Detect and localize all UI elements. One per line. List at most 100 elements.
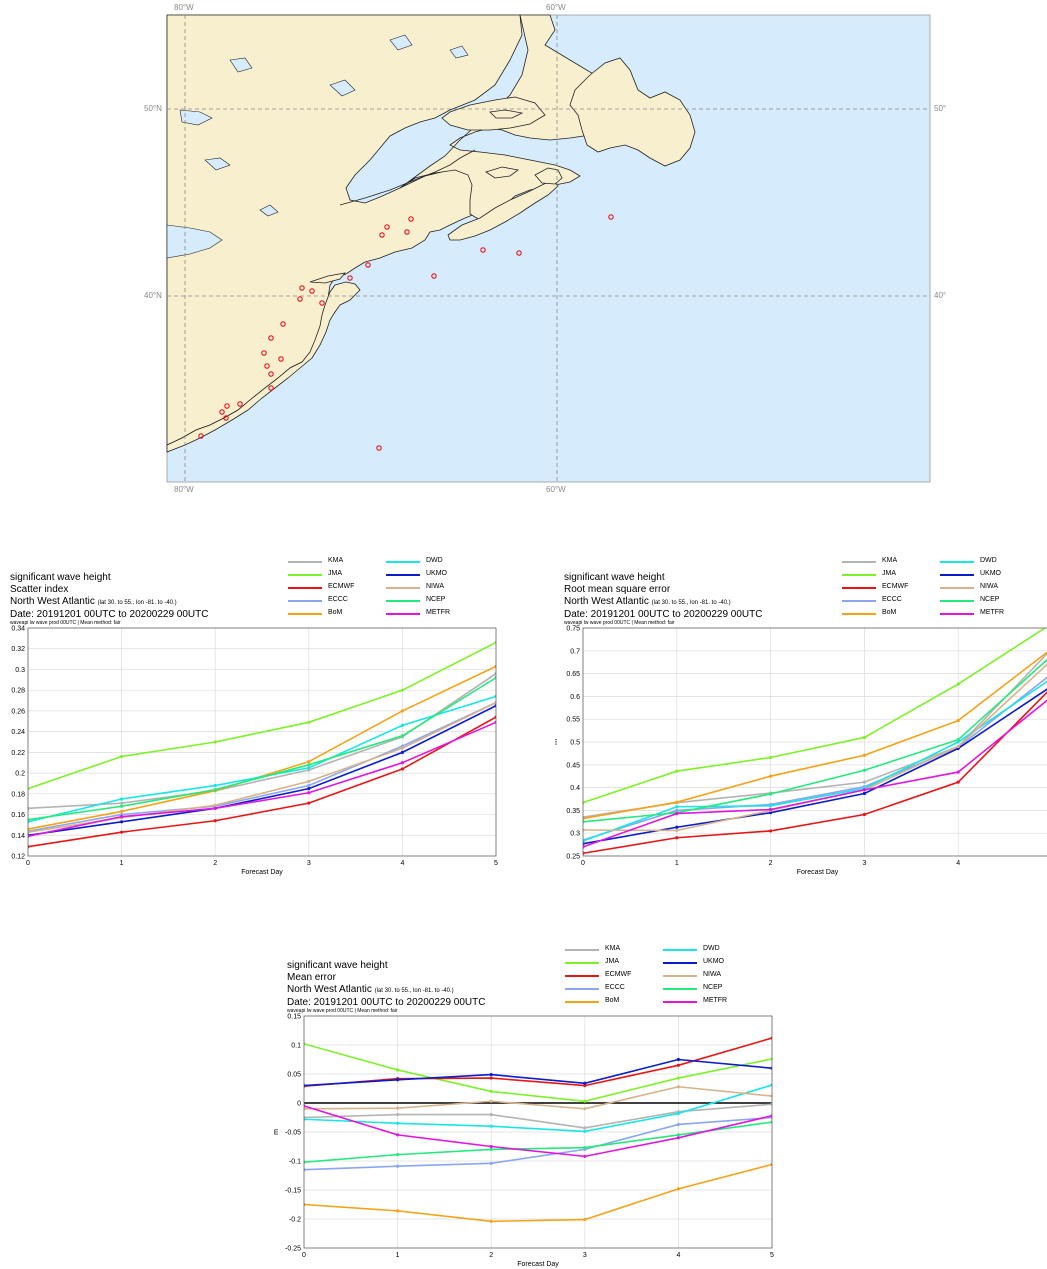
data-point-ecmwf (213, 819, 217, 823)
legend-item-ncep: NCEP (940, 595, 1047, 607)
data-point-niwa (307, 779, 311, 783)
rmse-date: Date: 20191201 00UTC to 20200229 00UTC (564, 609, 763, 620)
y-tick-label: 0.4 (570, 785, 580, 792)
data-point-bom (396, 1209, 400, 1213)
legend-swatch (842, 613, 876, 615)
legend-label: KMA (605, 945, 621, 952)
data-point-niwa (675, 828, 679, 833)
series-line-metfr (304, 1105, 772, 1158)
buoy-marker (223, 415, 229, 421)
rmse-param: significant wave height (564, 572, 665, 583)
data-point-dwd (676, 1111, 680, 1116)
scatter-header: significant wave height Scatter index No… (10, 572, 208, 626)
newfoundland-land (569, 57, 696, 167)
data-point-ncep (120, 804, 124, 808)
data-point-ukmo (675, 825, 679, 829)
legend-label: JMA (882, 570, 896, 577)
legend-label: BoM (328, 609, 343, 616)
long-island-land (309, 272, 347, 284)
buoy-marker (347, 275, 353, 281)
data-point-jma (400, 688, 404, 692)
scatter-note: waveapi lw wave prod 00UTC | Mean method… (10, 620, 121, 626)
legend-item-ukmo: UKMO (386, 569, 496, 581)
series-line-bom (583, 651, 1047, 820)
legend-label: DWD (703, 945, 720, 952)
legend-label: UKMO (980, 570, 1001, 577)
series-line-ncep (304, 1121, 772, 1163)
data-point-ukmo (489, 1072, 493, 1077)
legend-swatch (386, 561, 420, 563)
mean-note: waveapi lw wave prod 00UTC | Mean method… (287, 1008, 398, 1014)
data-point-ncep (307, 763, 311, 767)
data-point-ecmwf (769, 829, 773, 833)
buoy-markers (198, 214, 614, 451)
legend-swatch (663, 975, 697, 977)
series-line-ukmo (304, 1058, 772, 1087)
data-point-kma (489, 1113, 493, 1117)
legend-label: JMA (605, 958, 619, 965)
buoy-marker (516, 250, 522, 256)
legend-swatch (386, 613, 420, 615)
y-tick-label: -0.2 (289, 1217, 301, 1224)
legend-swatch (842, 587, 876, 589)
map-land (166, 14, 696, 453)
data-point-jma (120, 754, 124, 759)
series-line-niwa (304, 1085, 772, 1110)
rmse-region: North West Atlantic (lat 30. to 55., lon… (564, 596, 762, 609)
data-point-bom (400, 709, 404, 713)
legend-item-kma: KMA (288, 556, 398, 568)
series-line-jma (28, 641, 496, 790)
legend-item-ecmwf: ECMWF (842, 582, 952, 594)
series-line-eccc (28, 701, 496, 832)
data-point-ecmwf (862, 812, 866, 817)
legend-item-dwd: DWD (940, 556, 1047, 568)
data-point-bom (769, 774, 773, 778)
buoy-marker (404, 229, 410, 235)
anticosti-land (489, 109, 524, 119)
data-point-metfr (862, 788, 866, 792)
lat-label-right-40: 40° (934, 291, 947, 300)
mean-header: significant wave height Mean error North… (287, 960, 485, 1014)
data-point-niwa (400, 746, 404, 750)
data-point-jma (213, 740, 217, 744)
mean-region-name: North West Atlantic (287, 984, 372, 995)
buoy-marker (379, 232, 385, 238)
data-point-dwd (120, 797, 124, 801)
y-tick-label: -0.25 (285, 1246, 301, 1253)
legend-swatch (386, 600, 420, 602)
data-point-ukmo (400, 750, 404, 754)
data-point-kma (120, 801, 124, 805)
legend-swatch (940, 600, 974, 602)
y-tick-label: 0.24 (11, 729, 25, 736)
legend-swatch (842, 561, 876, 563)
legend-swatch (940, 561, 974, 563)
scatter-region-name: North West Atlantic (10, 596, 95, 607)
y-tick-label: 0.26 (11, 708, 25, 715)
buoy-marker (268, 371, 274, 377)
lat-label-left-50n: 50°N (144, 104, 162, 113)
series-line-dwd (304, 1084, 772, 1133)
series-line-ecmwf (28, 716, 496, 848)
mean-region: North West Atlantic (lat 30. to 55., lon… (287, 984, 485, 997)
y-tick-label: 0.5 (570, 740, 580, 747)
series-line-eccc (304, 1116, 772, 1171)
y-tick-label: 0.34 (11, 626, 25, 633)
data-point-jma (307, 720, 311, 724)
data-point-bom (956, 718, 960, 723)
mean-region-bounds: (lat 30. to 55., lon -81. to -40.) (374, 988, 454, 994)
y-tick-label: 0.75 (566, 626, 580, 633)
y-tick-label: 0.65 (566, 671, 580, 678)
legend-label: UKMO (426, 570, 447, 577)
y-tick-label: 0.15 (287, 1014, 301, 1021)
scatter-date: Date: 20191201 00UTC to 20200229 00UTC (10, 609, 209, 620)
y-tick-label: 0.55 (566, 717, 580, 724)
data-point-dwd (769, 804, 773, 808)
data-point-dwd (396, 1121, 400, 1125)
legend-label: NIWA (703, 971, 722, 978)
legend-label: DWD (980, 557, 997, 564)
buoy-marker (365, 262, 371, 268)
y-tick-label: 0.1 (291, 1043, 301, 1050)
data-point-niwa (489, 1099, 493, 1103)
data-point-ecmwf (400, 767, 404, 771)
legend-swatch (842, 600, 876, 602)
